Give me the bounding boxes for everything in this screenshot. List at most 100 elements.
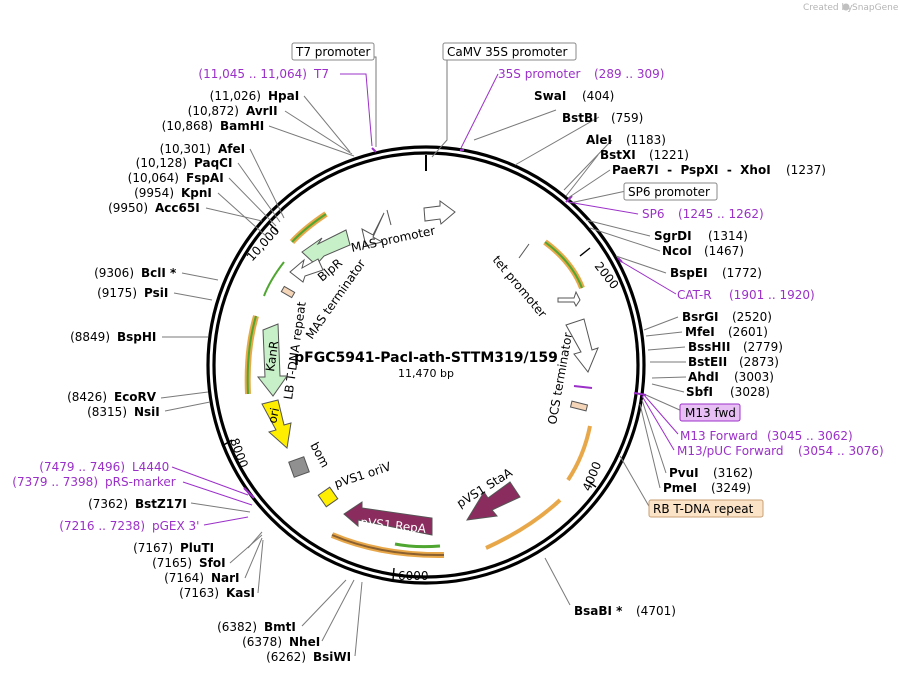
primer-pgex3-pos: (7216 .. 7238): [59, 519, 145, 533]
primer-35s-name: 35S promoter: [498, 67, 580, 81]
enzyme-acc65i-pos: (9950): [108, 201, 148, 215]
enzymes-right-group: SwaI (404) BstBI (759) AleI (1183) BstXI…: [534, 89, 826, 618]
tet-promoter-label: tet promoter: [490, 253, 550, 320]
enzyme-psii-name: PsiI: [144, 286, 168, 300]
enzyme-sbfi-pos: (3028): [730, 385, 770, 399]
m13-fwd-box: [679, 403, 741, 422]
tick-2000: [579, 247, 591, 257]
pvs1-repa-arrow: [343, 501, 433, 536]
enzyme-sgrdi-pos: (1314): [708, 229, 748, 243]
tick-10000: [269, 223, 279, 233]
ori-label: ori: [265, 406, 282, 424]
enzyme-sfoi-name: SfoI: [199, 556, 226, 570]
primer-t7-pos: (11,045 .. 11,064): [198, 67, 307, 81]
enzyme-pvui-pos: (3162): [713, 466, 753, 480]
sp6-promoter-box: [623, 182, 718, 201]
enzymes-left-group: (11,026) HpaI (10,872) AvrII (10,868) Ba…: [67, 89, 351, 664]
enzyme-paqci-name: PaqCI: [194, 156, 232, 170]
rb-tdna-repeat-label: RB T-DNA repeat: [653, 502, 754, 516]
primer-pgex3-name: pGEX 3': [152, 519, 199, 533]
enzyme-bsrgi-name: BsrGI: [682, 310, 719, 324]
enzyme-avrii-pos: (10,872): [188, 104, 239, 118]
credit-prefix: Created by: [803, 3, 853, 13]
enzyme-avrii-name: AvrII: [246, 104, 278, 118]
orf-arc-left: [246, 315, 257, 395]
primer-sp6-mark: [565, 195, 573, 203]
enzyme-afei-name: AfeI: [218, 142, 245, 156]
enzyme-bsabi-name: BsaBI *: [574, 604, 623, 618]
kanr-arrow: [256, 323, 288, 397]
primer-l4440-name: L4440: [132, 460, 169, 474]
mas-terminator-arrow: [289, 258, 324, 283]
enzyme-ecorv-pos: (8426): [67, 390, 107, 404]
primer-catr-name: CAT-R: [677, 288, 712, 302]
enzyme-nhei-pos: (6378): [242, 635, 282, 649]
enzyme-sfoi-pos: (7165): [152, 556, 192, 570]
enzyme-bstz17i-name: BstZ17I: [135, 497, 187, 511]
enzyme-nhei-name: NheI: [289, 635, 320, 649]
enzyme-sbfi-name: SbfI: [686, 385, 713, 399]
pvs1-staa-arrow: [466, 481, 521, 521]
snapgene-logo-icon: [842, 3, 850, 11]
primer-sp6-name: SP6: [642, 207, 665, 221]
camv35s-promoter-label: CaMV 35S promoter: [447, 45, 568, 59]
m13-primer-mark: [573, 385, 593, 389]
tick-8000: [221, 439, 233, 447]
tick-6000: [392, 567, 395, 581]
primer-prs-marker-pos: (7379 .. 7398): [12, 475, 98, 489]
pvs1-repa-label: pVS1 RepA: [360, 515, 428, 536]
ori-arrow: [261, 399, 292, 449]
orf-arc-bottom-green: [394, 542, 441, 549]
enzyme-ncoi-pos: (1467): [704, 244, 744, 258]
plasmid-name: pFGC5941-PacI-ath-STTM319/159: [294, 350, 558, 366]
enzyme-kpni-name: KpnI: [181, 186, 212, 200]
enzyme-bsphi-pos: (8849): [70, 330, 110, 344]
enzyme-nsii-pos: (8315): [87, 405, 127, 419]
enzyme-bstz17i-pos: (7362): [88, 497, 128, 511]
enzyme-bstxi-name: BstXI: [600, 148, 636, 162]
enzyme-swai-pos: (404): [582, 89, 614, 103]
credit-brand: SnapGene: [852, 3, 899, 13]
mas-promoter-mark: [386, 209, 392, 226]
enzyme-psii-pos: (9175): [97, 286, 137, 300]
bom-label: bom: [307, 440, 332, 470]
primer-left-mark: [243, 487, 255, 499]
enzyme-bstbi-name: BstBI: [562, 111, 598, 125]
enzyme-pmei-name: PmeI: [663, 481, 697, 495]
enzyme-sgrdi-name: SgrDI: [654, 229, 692, 243]
enzyme-mfei-name: MfeI: [685, 325, 715, 339]
enzyme-bsteii-pos: (2873): [739, 355, 779, 369]
enzyme-acc65i-name: Acc65I: [155, 201, 200, 215]
kanr-label: KanR: [263, 340, 281, 373]
primer-catr-pos: (1901 .. 1920): [729, 288, 815, 302]
enzyme-pluti-pos: (7167): [133, 541, 173, 555]
mas-promoter-arrow-1: [361, 212, 385, 247]
enzyme-hpai-name: HpaI: [268, 89, 299, 103]
enzyme-bspei-pos: (1772): [722, 266, 762, 280]
enzyme-kasi-name: KasI: [226, 586, 255, 600]
ocs-terminator-label: OCS terminator: [545, 331, 575, 425]
rb-tdna-repeat-box: [648, 499, 764, 518]
enzyme-bsrgi-pos: (2520): [732, 310, 772, 324]
blpr-arrow: [301, 229, 351, 266]
primer-m13-mark: [633, 392, 647, 396]
enzyme-bamhi-pos: (10,868): [162, 119, 213, 133]
rb-tdna-box-inner: [569, 400, 589, 412]
primer-prs-marker-name: pRS-marker: [105, 475, 176, 489]
enzyme-ahdi-name: AhdI: [688, 370, 719, 384]
enzyme-bcli-pos: (9306): [94, 266, 134, 280]
tet-promoter-arrow: [557, 290, 581, 307]
enzyme-ecorv-name: EcoRV: [114, 390, 157, 404]
orf-arc-bottom-halo: [330, 532, 445, 559]
primer-t7-mark: [371, 147, 377, 153]
enzyme-bsiwi-pos: (6262): [266, 650, 306, 664]
tick-label-6000: 6000: [398, 569, 429, 583]
tet-promoter-mark-1: [518, 243, 530, 259]
primer-catr-mark: [617, 257, 623, 263]
enzyme-nari-pos: (7164): [164, 571, 204, 585]
enzyme-bcli-name: BclI *: [141, 266, 177, 280]
enzyme-afei-pos: (10,301): [160, 142, 211, 156]
pvs1-oriv-box: [317, 486, 339, 508]
orf-arc-left-1: [263, 261, 285, 297]
enzyme-bmti-name: BmtI: [264, 620, 296, 634]
